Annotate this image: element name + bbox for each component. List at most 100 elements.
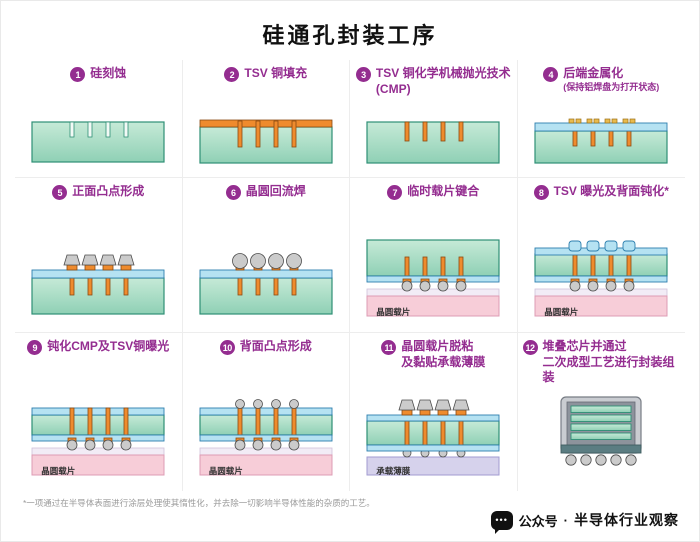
front-passivation (366, 414, 500, 422)
solder-balls (401, 280, 467, 292)
carrier-label: 晶圆载片 (376, 307, 411, 317)
silicon-wafer (199, 277, 333, 315)
cmp-diagram (366, 121, 500, 164)
step-number-badge: 5 (52, 185, 68, 200)
step-title: TSV 铜化学机械抛光技术 (CMP) (375, 66, 511, 96)
passivation-layer (534, 122, 668, 132)
step-cell-9: 9 钝化CMP及TSV铜曝光 (15, 333, 183, 491)
step-cell-3: 3 TSV 铜化学机械抛光技术 (CMP) (350, 60, 518, 178)
footer-brand-name: 半导体行业观察 (574, 512, 679, 528)
step-cell-5: 5 正面凸点形成 (15, 178, 183, 333)
carrier-label: 晶圆载片 (544, 307, 579, 317)
passivation-layer (199, 269, 333, 279)
thinned-silicon-wafer (366, 420, 500, 446)
step-header: 5 正面凸点形成 (20, 182, 177, 200)
step-number-badge: 11 (381, 340, 397, 355)
step-illustration-front-bumps (28, 232, 168, 325)
step-cell-6: 6 晶圆回流焊 (182, 178, 350, 333)
step-header: 9 钝化CMP及TSV铜曝光 (20, 337, 177, 355)
silicon-wafer (534, 130, 668, 164)
step-title: TSV 曝光及背面钝化* (553, 184, 669, 198)
copper-vias (237, 120, 297, 148)
footer-account-type: 公众号 (518, 513, 558, 529)
step-number-badge: 3 (355, 67, 371, 82)
tsv-reveal-diagram (534, 240, 668, 317)
step-title: 背面凸点形成 (239, 339, 312, 353)
step-illustration-tsv-reveal: 晶圆载片 (531, 232, 671, 325)
carrier-label: 晶圆载片 (41, 466, 76, 476)
film-label: 承载薄膜 (376, 466, 411, 476)
copper-vias (404, 121, 464, 142)
copper-vias (404, 420, 464, 450)
step-number-badge: 12 (522, 340, 538, 355)
step-title: 后端金属化 (563, 66, 624, 80)
carrier-film (366, 456, 500, 476)
backside-passivation (534, 240, 668, 256)
adhesive-layer (31, 447, 165, 456)
thinned-silicon-wafer (31, 414, 165, 436)
adhesive-layer (199, 447, 333, 456)
bga-balls (565, 454, 637, 466)
solder-bumps (398, 399, 470, 411)
step-illustration-temporary-bonding: 晶圆载片 (363, 232, 503, 325)
step-title: 晶圆载片脱粘 及黏贴承载薄膜 (401, 339, 486, 369)
ubm-pads (66, 264, 132, 271)
step-header: 2 TSV 铜填充 (188, 64, 345, 82)
solder-bumps (63, 254, 135, 266)
step-header: 8 TSV 曝光及背面钝化* (523, 182, 681, 200)
step-cell-1: 1 硅刻蚀 (15, 60, 183, 178)
front-passivation (534, 275, 668, 283)
step-title: 临时载片键合 (407, 184, 480, 198)
footer-separator: · (563, 512, 568, 528)
silicon-wafer (366, 239, 500, 277)
adhesive-layer (366, 288, 500, 297)
solder-balls (569, 280, 635, 292)
backside-bump-diagram (199, 399, 333, 476)
step-illustration-passivation-cmp: 晶圆载片 (28, 391, 168, 484)
carrier-wafer (534, 295, 668, 317)
silicon-wafer (31, 277, 165, 315)
etched-slots (69, 121, 129, 138)
step-header: 11 晶圆载片脱粘 及黏贴承载薄膜 (355, 337, 512, 370)
step-cell-12: 12 堆叠芯片并通过 二次成型工艺进行封装组装 (518, 333, 686, 491)
step-number-badge: 6 (225, 185, 241, 200)
diagram-title: 硅通孔封装工序 (262, 23, 438, 48)
carrier-label: 晶圆载片 (208, 466, 243, 476)
step-number-badge: 1 (70, 67, 86, 82)
step-number-badge: 10 (219, 340, 235, 355)
step-header: 3 TSV 铜化学机械抛光技术 (CMP) (355, 64, 512, 97)
step-cell-11: 11 晶圆载片脱粘 及黏贴承载薄膜 (350, 333, 518, 491)
step-header: 10 背面凸点形成 (188, 337, 345, 355)
wechat-official-account-icon: ••• (490, 510, 513, 534)
step-illustration-reflow (196, 232, 336, 325)
passivation-cmp-diagram (31, 407, 165, 476)
temporary-bonding-diagram (366, 239, 500, 317)
step-subtitle: (保持铝焊盘为打开状态) (563, 81, 660, 92)
step-header: 1 硅刻蚀 (20, 64, 177, 82)
step-illustration-backend-metallization (531, 110, 671, 170)
step-illustration-cmp (363, 110, 503, 170)
debond-film-diagram (366, 399, 500, 476)
substrate (560, 444, 642, 454)
front-bump-diagram (31, 254, 165, 315)
step-title: 硅刻蚀 (90, 66, 127, 80)
solder-balls (66, 439, 132, 451)
passivation-layer (31, 269, 165, 279)
backside-passivation (366, 444, 500, 452)
step-title: 堆叠芯片并通过 二次成型工艺进行封装组装 (542, 339, 675, 385)
silicon-wafer (31, 121, 165, 163)
step-illustration-silicon-etch (28, 110, 168, 170)
carrier-wafer (31, 454, 165, 476)
aluminum-pads (568, 118, 636, 124)
front-passivation (31, 434, 165, 442)
carrier-wafer (199, 454, 333, 476)
backside-passivation (31, 407, 165, 416)
step-header: 7 临时载片键合 (355, 182, 512, 200)
silicon-wafer (366, 121, 500, 164)
backside-micro-bumps (234, 399, 299, 409)
copper-fill-diagram (199, 119, 333, 164)
stacked-dies (570, 405, 632, 440)
step-number-badge: 9 (27, 340, 43, 355)
solder-balls (231, 253, 302, 269)
